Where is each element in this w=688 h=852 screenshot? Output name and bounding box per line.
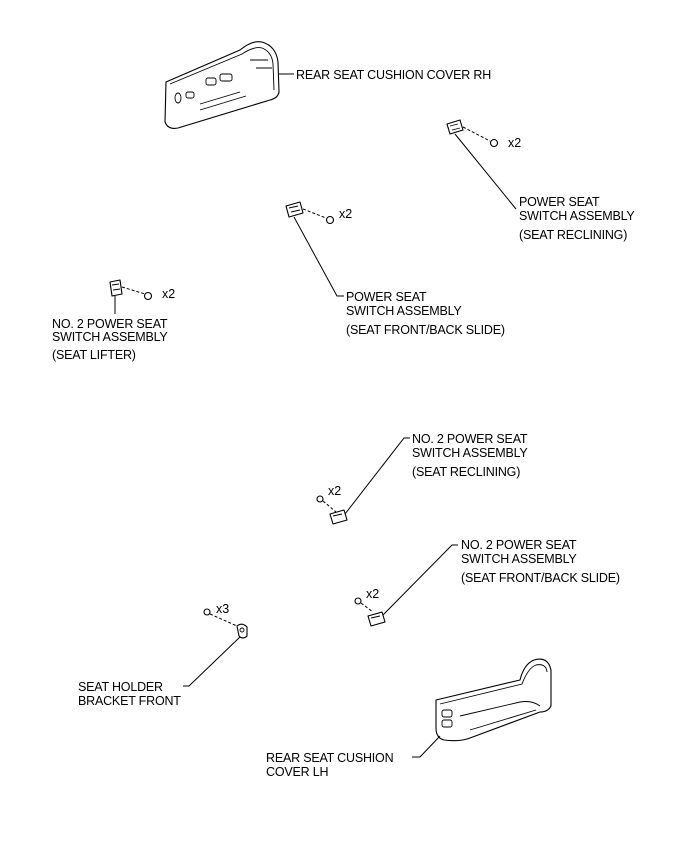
label-ps-slide-2: SWITCH ASSEMBLY <box>346 304 462 318</box>
label-ps-reclining-3: (SEAT RECLINING) <box>519 228 627 242</box>
no2-power-seat-switch-lifter: x2 <box>109 279 175 301</box>
label-ps-reclining-1: POWER SEAT <box>519 195 600 209</box>
qty-ps-slide: x2 <box>339 207 352 221</box>
label-cover-rh: REAR SEAT CUSHION COVER RH <box>296 68 491 82</box>
rear-seat-cushion-cover-lh <box>435 658 552 742</box>
screw-icon <box>354 597 362 605</box>
no2-power-seat-switch-slide: x2 <box>354 587 386 627</box>
leader-ps-slide <box>293 216 344 297</box>
leader-bracket <box>183 636 241 687</box>
qty-ps-reclining: x2 <box>508 136 521 150</box>
label-ps-reclining-2: SWITCH ASSEMBLY <box>519 209 635 223</box>
label-ps-slide-1: POWER SEAT <box>346 290 427 304</box>
label-cover-lh-1: REAR SEAT CUSHION <box>266 751 394 765</box>
label-no2-lifter-2: SWITCH ASSEMBLY <box>52 330 168 344</box>
leader-cover-lh <box>412 735 441 758</box>
label-no2-slide-3: (SEAT FRONT/BACK SLIDE) <box>461 571 620 585</box>
screw-icon <box>316 495 324 503</box>
label-no2-reclining-1: NO. 2 POWER SEAT <box>412 432 528 446</box>
label-cover-lh-2: COVER LH <box>266 765 328 779</box>
leader-no2-slide <box>382 544 458 616</box>
power-seat-switch-slide: x2 <box>285 201 352 225</box>
rear-seat-cushion-cover-rh <box>164 41 280 129</box>
seat-holder-bracket-front: x3 <box>203 602 248 639</box>
label-bracket-2: BRACKET FRONT <box>78 694 181 708</box>
label-no2-slide-2: SWITCH ASSEMBLY <box>461 552 577 566</box>
qty-no2-slide: x2 <box>366 587 379 601</box>
leader-ps-reclining <box>454 133 517 210</box>
label-no2-reclining-3: (SEAT RECLINING) <box>412 465 520 479</box>
screw-icon <box>203 608 211 616</box>
qty-bracket: x3 <box>216 602 229 616</box>
label-no2-reclining-2: SWITCH ASSEMBLY <box>412 446 528 460</box>
label-ps-slide-3: (SEAT FRONT/BACK SLIDE) <box>346 323 505 337</box>
qty-no2-reclining: x2 <box>328 484 341 498</box>
no2-power-seat-switch-reclining: x2 <box>316 484 348 525</box>
label-no2-slide-1: NO. 2 POWER SEAT <box>461 538 577 552</box>
leader-no2-reclining <box>344 437 410 515</box>
qty-no2-lifter: x2 <box>162 287 175 301</box>
screw-icon <box>325 215 335 225</box>
power-seat-switch-reclining: x2 <box>446 119 521 150</box>
screw-icon <box>143 291 153 301</box>
label-no2-lifter-3: (SEAT LIFTER) <box>52 348 136 362</box>
label-no2-lifter-1: NO. 2 POWER SEAT <box>52 317 168 331</box>
label-bracket-1: SEAT HOLDER <box>78 680 163 694</box>
screw-icon <box>489 138 499 148</box>
